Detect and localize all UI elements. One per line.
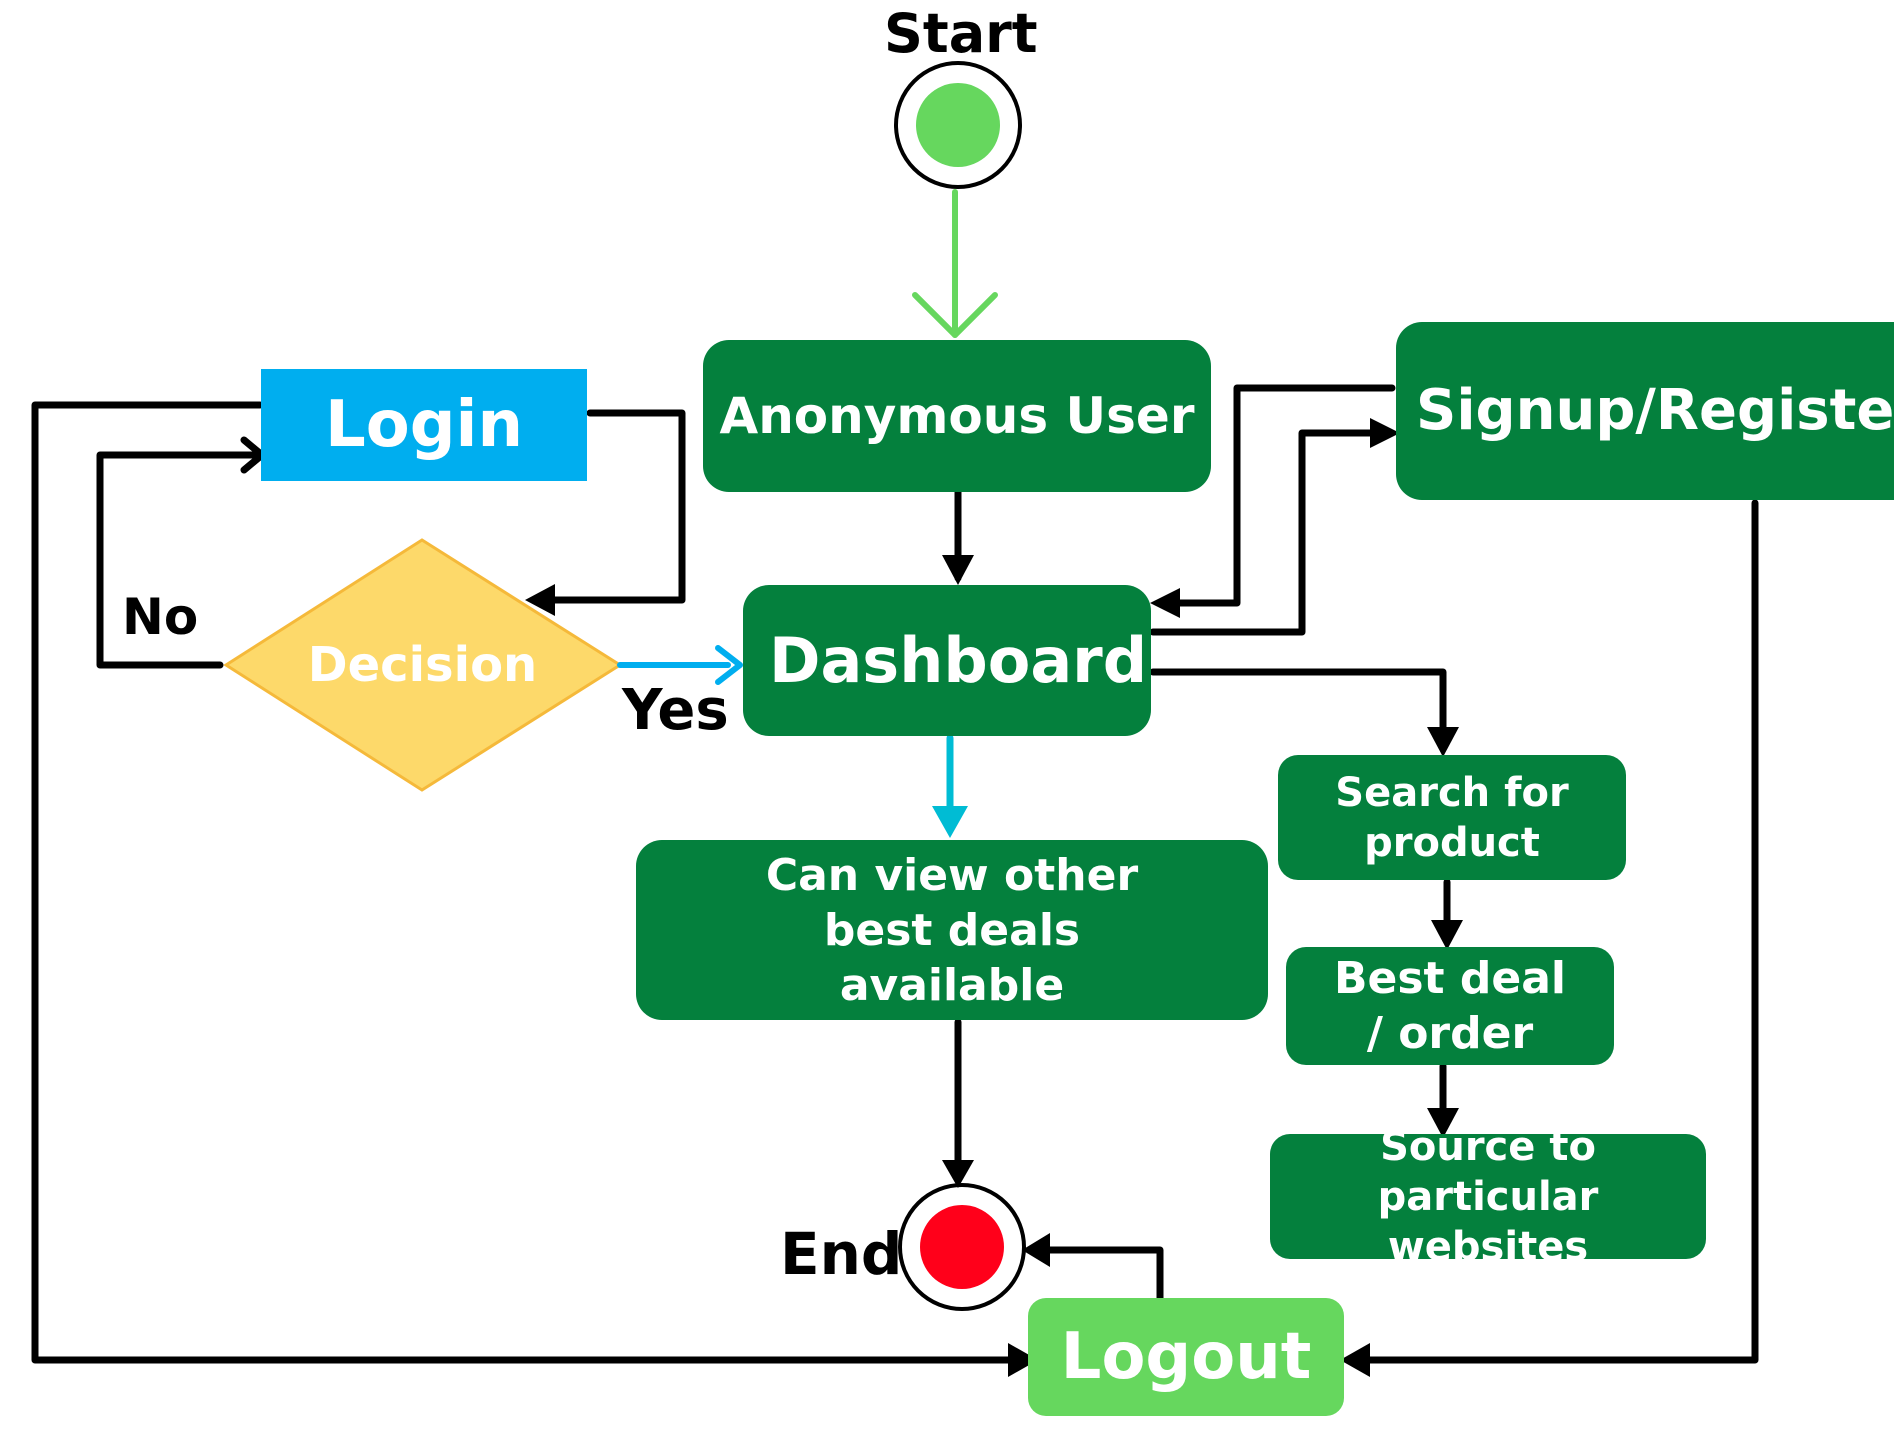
arrow-logout-to-end	[1032, 1246, 1164, 1304]
end-label: End	[780, 1220, 903, 1288]
signup-register-box: Signup/Register	[1396, 322, 1894, 500]
arrowhead-logout-left	[1008, 1343, 1038, 1377]
arrowhead-yes	[715, 645, 743, 685]
arrow-dashboard-to-signup	[1149, 429, 1389, 636]
arrow-decision-no-to-login	[96, 451, 260, 669]
dashboard-box: Dashboard	[743, 585, 1151, 736]
arrow-login-to-decision	[534, 409, 686, 604]
arrow-signup-to-dashboard	[1162, 384, 1396, 607]
arrow-signup-to-logout	[1350, 499, 1759, 1364]
arrowhead-decision	[525, 584, 555, 616]
signup-register-label: Signup/Register	[1416, 378, 1894, 443]
arrowhead-end-top	[942, 1160, 974, 1188]
view-deals-label: Can view other best deals available	[765, 849, 1139, 1011]
arrowhead-viewdeals-cyan	[932, 806, 968, 838]
anonymous-user-label: Anonymous User	[719, 386, 1195, 445]
arrow-dashboard-to-search	[1149, 668, 1447, 741]
end-node-dot	[920, 1205, 1004, 1289]
login-box: Login	[261, 369, 587, 481]
no-label: No	[122, 588, 199, 646]
anonymous-user-box: Anonymous User	[703, 340, 1211, 492]
arrowhead-dashboard-right	[1150, 588, 1180, 618]
arrowhead-logout-right	[1340, 1343, 1370, 1377]
logout-label: Logout	[1060, 1320, 1312, 1394]
source-websites-box: Source to particular websites	[1270, 1124, 1706, 1270]
login-label: Login	[324, 388, 524, 462]
search-product-box: Search for product	[1278, 755, 1626, 880]
arrowhead-bestdeal-top	[1431, 920, 1463, 950]
arrowhead-dashboard-top	[942, 555, 974, 585]
start-label: Start	[884, 2, 1038, 65]
best-deal-box: Best deal / order	[1286, 947, 1614, 1065]
arrowhead-search-top	[1427, 727, 1459, 757]
arrowhead-source-top	[1427, 1108, 1459, 1138]
decision-diamond	[223, 538, 623, 792]
start-node-dot	[916, 83, 1000, 167]
search-product-label: Search for product	[1335, 769, 1569, 866]
arrowhead-start	[912, 292, 998, 338]
logout-box[interactable]: Logout	[1028, 1298, 1344, 1416]
yes-label: Yes	[622, 678, 729, 743]
view-deals-box: Can view other best deals available	[636, 840, 1268, 1020]
dashboard-label: Dashboard	[769, 623, 1148, 697]
best-deal-label: Best deal / order	[1333, 953, 1567, 1059]
arrow-login-to-logout	[31, 401, 1027, 1364]
arrowhead-end-right	[1022, 1233, 1050, 1267]
arrowhead-signup-left	[1370, 418, 1400, 448]
source-websites-label: Source to particular websites	[1377, 1123, 1599, 1270]
decision-label: Decision	[307, 637, 538, 693]
